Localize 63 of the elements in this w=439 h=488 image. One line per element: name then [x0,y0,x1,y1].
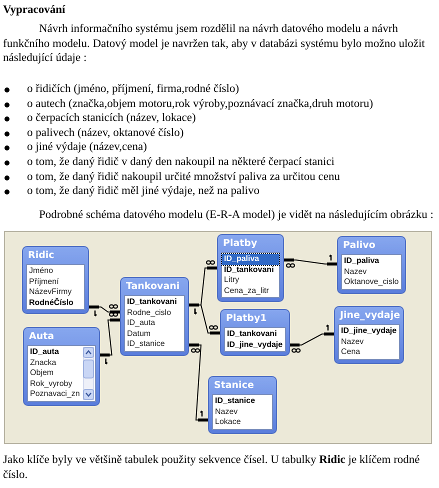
field-name: ID_auta [29,347,60,358]
table-card [120,277,189,356]
field-name: NázevFirmy [28,287,73,298]
table-title: Stanice [213,379,255,393]
field-name: Poznavaci_zn [29,389,81,400]
relationship-line [289,324,335,353]
field-name: ID_tankovani [126,297,178,308]
list-item: o čerpacích stanicích (název, lokace) [27,111,197,126]
field-name: ID_auta [126,318,156,329]
field-name: ID_stanice [126,339,166,350]
table-card [22,246,89,314]
list-item: o řidičích (jméno, příjmení, firma,rodné číslo) [27,82,240,97]
paragraph: Návrh informačního systému jsem rozdělil na návrh datového modelu a návrh funkčního modelu. Datový model je navržen tak, aby v databázi systému bylo možno uložit následující údaje : [3,22,426,66]
table-title: Platby1 [225,312,268,326]
paragraph: Jako klíče byly ve většině tabulek použity sekvence čísel. U tabulky Ridic je klíčem rodné číslo. [3,453,421,482]
field-name: ID_jine_vydaje [226,340,284,350]
field-name: Litry [223,275,240,286]
relationship-line [188,342,209,422]
field-name: Lokace [214,417,242,428]
field-name: ID_tankovani [223,264,275,276]
list-item: o tom, že daný řidič nakoupil určité množství paliva za určitou cenu [27,170,341,184]
field-name: Znacka [29,358,58,368]
field-name: RodnéČíslo [28,298,74,308]
field-name: ID_jine_vydaje [340,326,398,337]
field-name: Datum [126,328,152,340]
table-card [23,327,100,406]
table-card [220,309,290,356]
field-name: Nazev [214,406,239,418]
field-name: Příjmení [28,276,60,288]
list-item: o tom, že daný řidič měl jiné výdaje, než na palivo [27,184,260,199]
table-title: Palivo [342,239,376,253]
field-name: ID_paliva [343,256,380,267]
relationship-line [88,304,121,317]
list-item: o palivech (název, oktanové číslo) [27,126,185,140]
field-name: ID_paliva [222,254,279,265]
relationship-line [99,312,121,365]
list-item: o autech (značka,objem motoru,rok výroby,poznávací značka,druh motoru) [27,96,374,112]
table-title: Tankovani [125,280,181,294]
field-name: Jméno [28,266,54,277]
field-name: Nazev [340,336,365,348]
table-card [334,306,404,364]
table-card [208,376,277,434]
relationship-line [188,302,221,336]
table-title: Ridic [27,249,56,263]
table-title: Jine_vydaje [338,309,400,323]
field-name: Rok_vyroby [29,378,74,390]
section-heading: Vypracování [3,3,66,18]
field-name: Oktanove_cislo [343,277,400,288]
list-item: o tom, že daný řidič v daný den nakoupil na některé čerpací stanici [27,155,336,170]
field-name: Objem [29,368,55,379]
table-card [217,234,284,302]
paragraph: Podrobné schéma datového modelu (E-R-A model) je vidět na následujícím obrázku : [38,208,434,223]
list-item: o jiné výdaje (název,cena) [27,140,148,155]
field-name: Nazev [343,266,368,278]
relationship-line [283,254,338,268]
field-name: Rodne_cislo [126,308,172,318]
field-name: ID_tankovani [226,329,278,340]
field-name: Cena_za_litr [223,286,270,296]
table-title: Platby [222,237,258,251]
table-title: Auta [28,330,56,344]
table-card [337,236,406,294]
field-name: Cena [340,347,362,358]
field-name: ID_stanice [214,396,256,407]
